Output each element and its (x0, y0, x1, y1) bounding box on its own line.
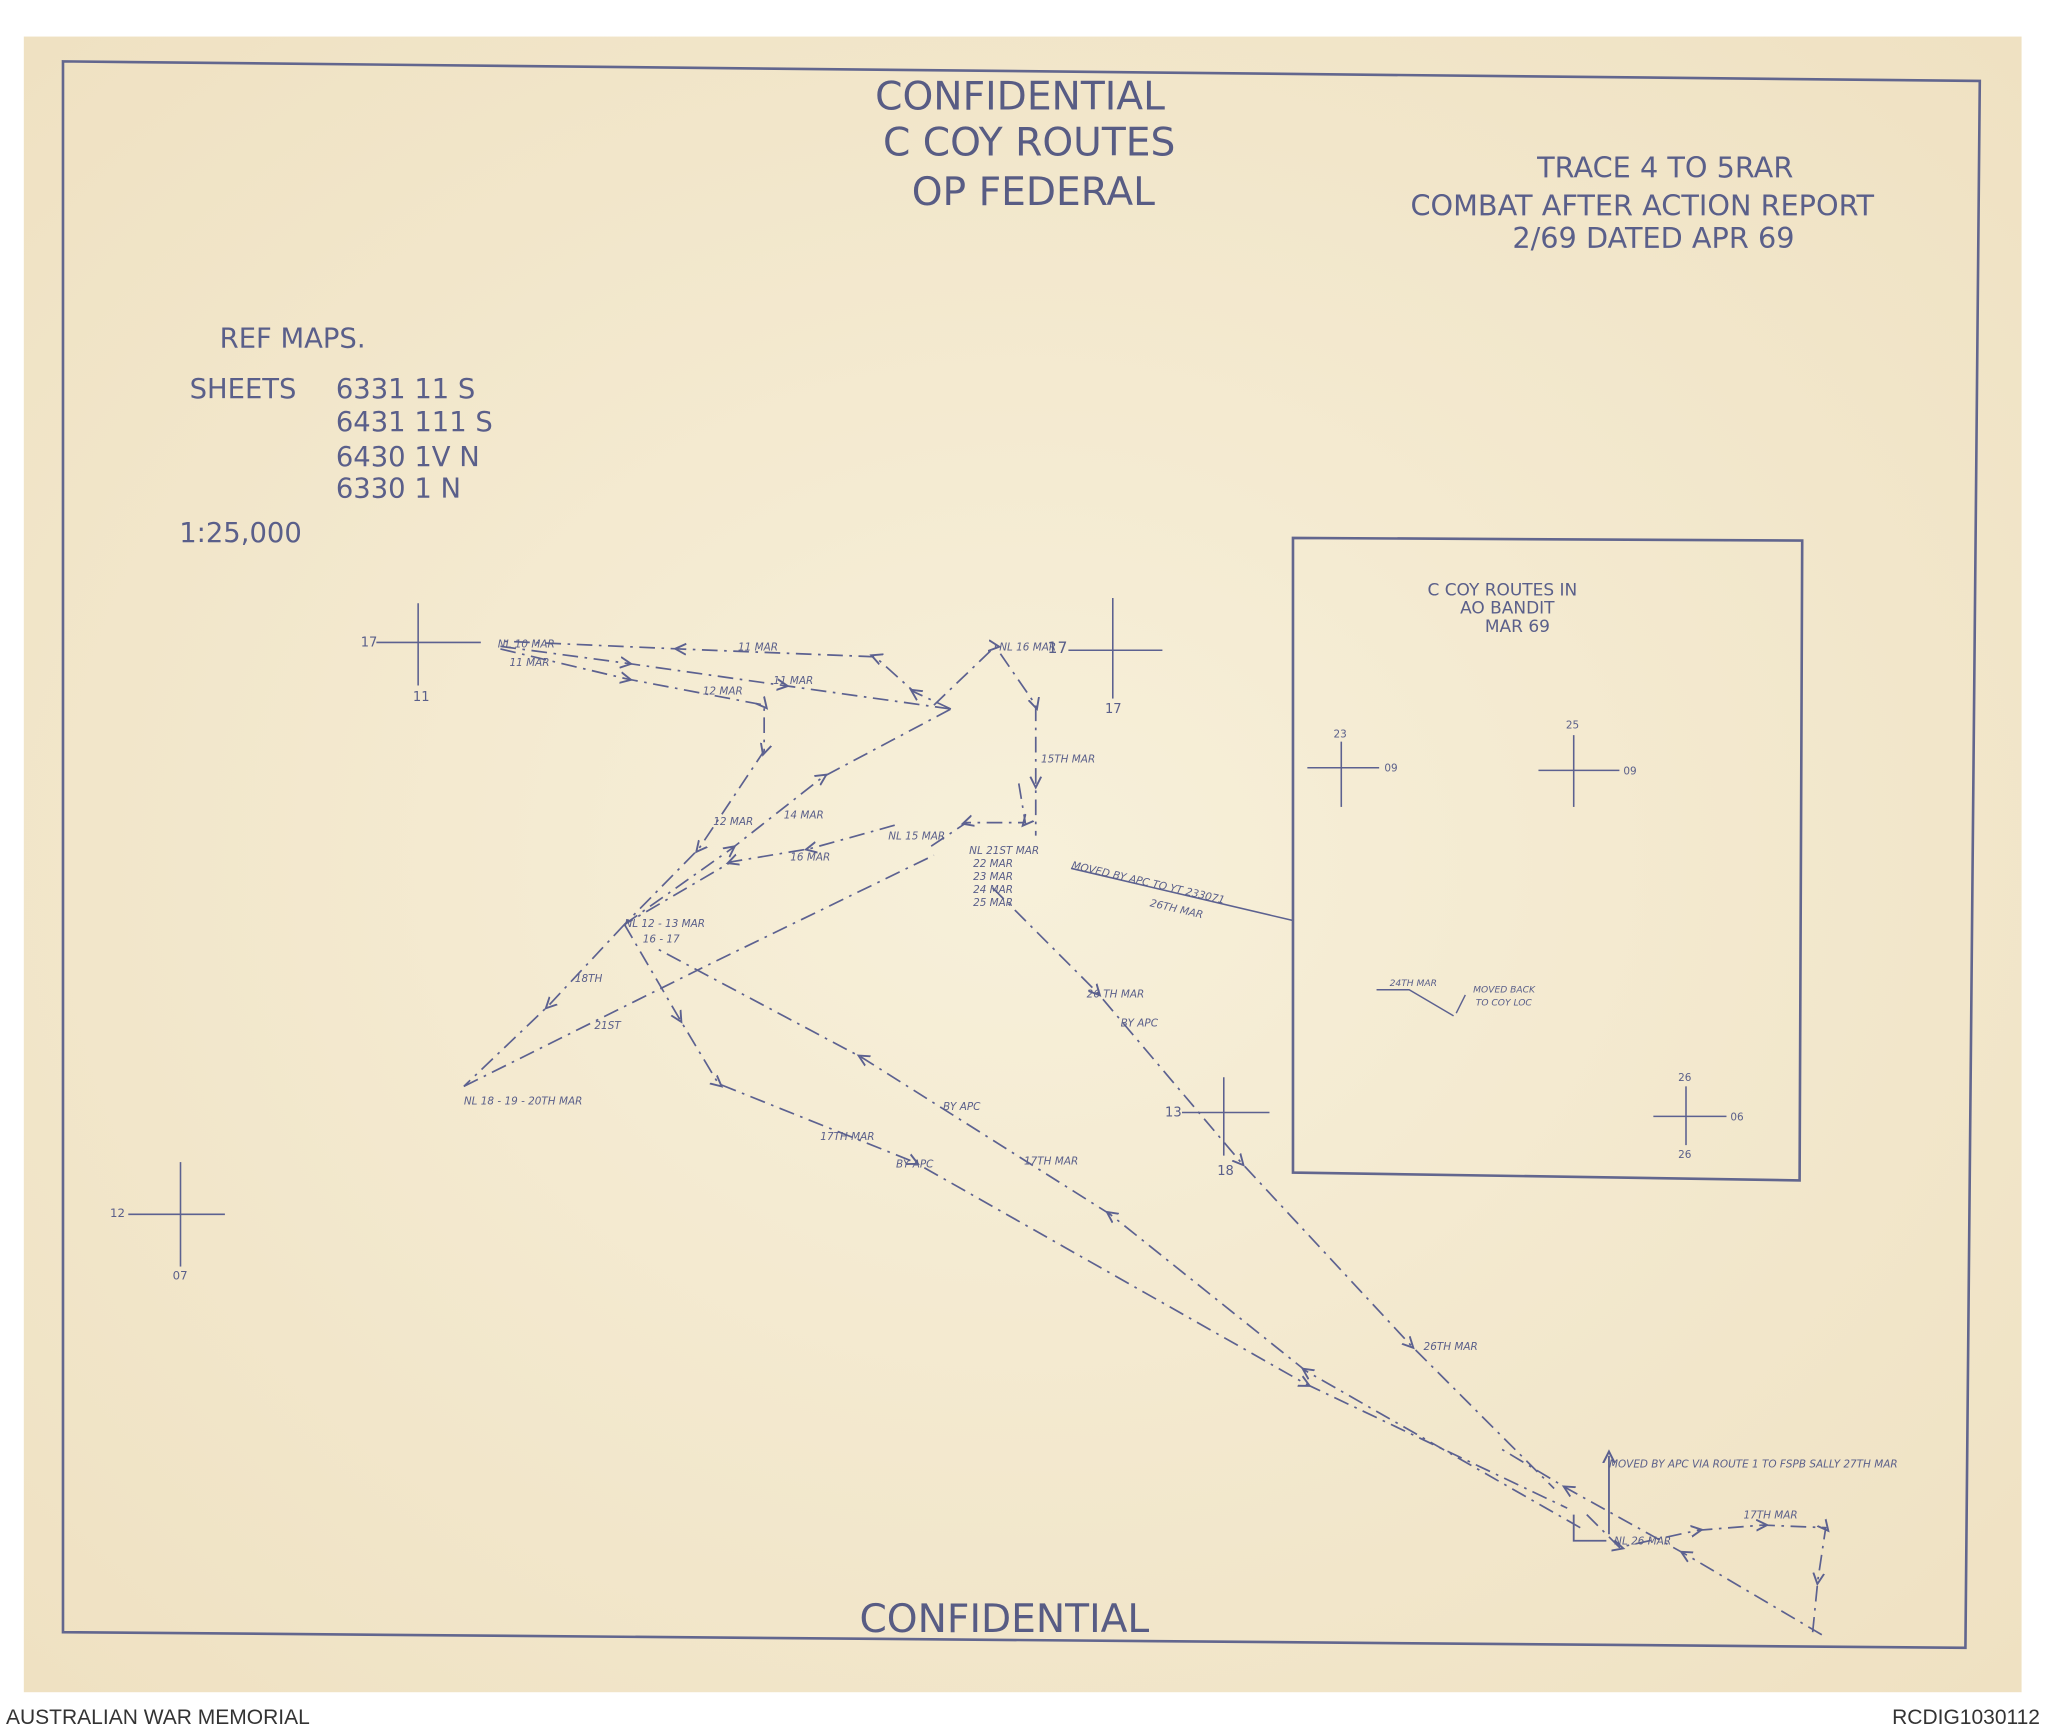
label: 22 MAR (973, 858, 1013, 870)
grid-cross: 12 07 (110, 1162, 225, 1283)
routes (463, 641, 1826, 1636)
svg-text:09: 09 (1623, 765, 1636, 777)
label: 18TH (575, 973, 603, 985)
label: 17TH MAR (1024, 1156, 1078, 1168)
label: 23 MAR (973, 871, 1013, 883)
label: NL 18 - 19 - 20TH MAR (464, 1096, 583, 1108)
sheet-4: 6330 1 N (336, 473, 461, 504)
label: 12 MAR (713, 816, 753, 828)
label: 11 MAR (510, 657, 550, 669)
svg-text:25: 25 (1566, 720, 1579, 732)
archive-name: AUSTRALIAN WAR MEMORIAL (6, 1706, 310, 1729)
svg-text:09: 09 (1384, 763, 1397, 775)
sheet-1: 6331 11 S (336, 374, 475, 405)
label: 24 MAR (973, 884, 1013, 896)
ref-maps-heading: REF MAPS. (220, 323, 366, 354)
sheet-3: 6430 1V N (336, 442, 480, 473)
label: NL 15 MAR (888, 831, 945, 843)
label: NL 21ST MAR (969, 845, 1039, 857)
label: BY APC (943, 1101, 981, 1113)
header-confidential: CONFIDENTIAL (875, 75, 1165, 120)
header-routes: C COY ROUTES (883, 120, 1175, 165)
grid-cross: 17 17 (1048, 598, 1163, 717)
label: 21ST (594, 1020, 622, 1032)
svg-text:MOVED BACK: MOVED BACK (1473, 985, 1536, 995)
sheet-2: 6431 111 S (336, 407, 493, 438)
label: 11 MAR (773, 675, 813, 687)
svg-text:18: 18 (1217, 1164, 1234, 1179)
label: BY APC (896, 1158, 934, 1170)
map-scale: 1:25,000 (179, 518, 302, 549)
trace-line2: COMBAT AFTER ACTION REPORT (1410, 188, 1874, 222)
label: NL 12 - 13 MAR (624, 918, 705, 930)
svg-text:TO COY LOC: TO COY LOC (1476, 998, 1533, 1008)
trace-line1: TRACE 4 TO 5RAR (1536, 151, 1793, 185)
svg-text:17: 17 (361, 635, 378, 650)
ref-maps: REF MAPS. SHEETS 6331 11 S 6431 111 S 64… (179, 323, 493, 549)
header-op: OP FEDERAL (912, 170, 1155, 215)
archive-id: RCDIG1030112 (1892, 1706, 2040, 1729)
svg-text:17: 17 (1105, 702, 1122, 717)
label: BY APC (1121, 1017, 1159, 1029)
label: 14 MAR (784, 810, 824, 822)
sheets-label: SHEETS (190, 374, 297, 405)
svg-text:11: 11 (413, 690, 430, 705)
label: 11 MAR (738, 641, 778, 653)
label: NL 10 MAR (498, 639, 555, 651)
svg-text:13: 13 (1165, 1105, 1182, 1120)
svg-text:24TH MAR: 24TH MAR (1390, 979, 1437, 989)
label: 12 MAR (703, 686, 743, 698)
label: 25 MAR (973, 897, 1013, 909)
svg-text:26: 26 (1678, 1072, 1691, 1084)
grid-cross: 17 11 (361, 603, 481, 705)
footer-confidential: CONFIDENTIAL (859, 1597, 1149, 1642)
paper-sheet (23, 36, 2022, 1693)
svg-text:17: 17 (1048, 638, 1068, 657)
inset-ao-bandit: C COY ROUTES IN AO BANDIT MAR 69 23 09 2… (1291, 536, 1804, 1182)
label: 26TH MAR (1424, 1341, 1478, 1353)
svg-text:07: 07 (173, 1269, 188, 1283)
label: 26 TH MAR (1087, 989, 1145, 1001)
svg-text:26: 26 (1678, 1149, 1691, 1161)
label: 17TH MAR (820, 1131, 874, 1143)
svg-text:AO BANDIT: AO BANDIT (1460, 599, 1555, 619)
svg-text:12: 12 (110, 1206, 125, 1220)
outer-border (61, 60, 1982, 1650)
svg-text:MAR 69: MAR 69 (1485, 617, 1550, 637)
svg-text:C COY ROUTES IN: C COY ROUTES IN (1427, 580, 1577, 600)
trace-line3: 2/69 DATED APR 69 (1512, 221, 1794, 255)
label: 17TH MAR (1743, 1510, 1797, 1522)
label: 15TH MAR (1041, 754, 1095, 766)
label: NL 16 MAR (999, 641, 1056, 653)
label: 16 MAR (790, 851, 830, 863)
label: 16 - 17 (643, 934, 680, 946)
svg-text:23: 23 (1333, 729, 1346, 741)
archive-footer: AUSTRALIAN WAR MEMORIAL RCDIG1030112 (0, 1700, 2048, 1734)
label: MOVED BY APC VIA ROUTE 1 TO FSPB SALLY 2… (1609, 1459, 1898, 1471)
svg-text:06: 06 (1730, 1111, 1743, 1123)
label: NL 26 MAR (1614, 1536, 1671, 1548)
